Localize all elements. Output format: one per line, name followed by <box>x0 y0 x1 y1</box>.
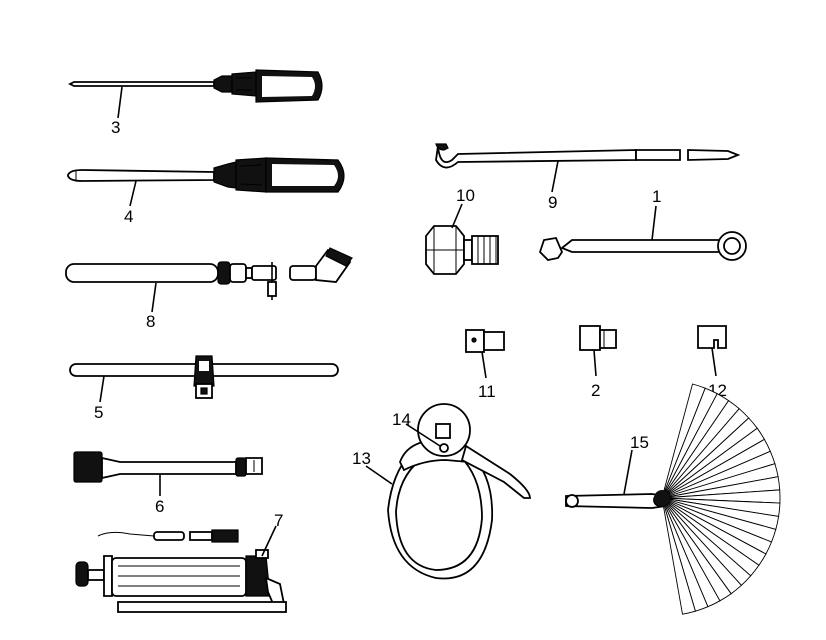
leader-2 <box>593 349 597 377</box>
hex-adapter <box>425 225 499 275</box>
callout-8: 8 <box>146 312 155 331</box>
leader-13 <box>365 465 393 485</box>
leader-8 <box>151 282 157 313</box>
callout-9: 9 <box>548 193 557 212</box>
feeler-gauge <box>565 383 781 615</box>
feeler-blade <box>661 497 696 615</box>
grease-gun <box>75 529 287 613</box>
callout-6: 6 <box>155 497 164 516</box>
callout-5: 5 <box>94 403 103 422</box>
screwdriver-small <box>67 69 323 103</box>
callout-2: 2 <box>591 381 600 400</box>
screwdriver-large <box>67 157 345 193</box>
leader-3 <box>117 86 123 119</box>
callout-4: 4 <box>124 207 133 226</box>
combination-wrench <box>538 231 747 261</box>
leader-12 <box>711 347 717 377</box>
leader-9 <box>551 160 559 193</box>
leader-14 <box>405 423 441 447</box>
extension-with-joint <box>65 247 353 300</box>
oil-filter-wrench <box>387 403 531 580</box>
long-socket-handle <box>73 451 263 483</box>
leader-10 <box>451 203 463 229</box>
leader-7 <box>261 525 277 557</box>
leader-5 <box>99 375 105 403</box>
callout-3: 3 <box>111 118 120 137</box>
feeler-hub <box>654 490 670 506</box>
callout-7: 7 <box>274 511 283 530</box>
callout-1: 1 <box>652 187 661 206</box>
socket-2 <box>579 325 617 351</box>
callout-10: 10 <box>456 186 475 205</box>
feeler-blades <box>654 383 781 615</box>
t-handle-wrench <box>69 355 339 399</box>
leader-15 <box>623 449 633 495</box>
leader-1 <box>651 205 657 241</box>
callout-13: 13 <box>352 449 371 468</box>
socket-adapter-11 <box>465 329 505 353</box>
callout-11: 11 <box>478 382 496 401</box>
callout-15: 15 <box>630 433 649 452</box>
leader-11 <box>481 351 487 379</box>
slotted-socket-12 <box>697 325 727 349</box>
pry-bar <box>435 143 741 169</box>
leader-4 <box>129 180 137 207</box>
callout-14: 14 <box>392 410 411 429</box>
